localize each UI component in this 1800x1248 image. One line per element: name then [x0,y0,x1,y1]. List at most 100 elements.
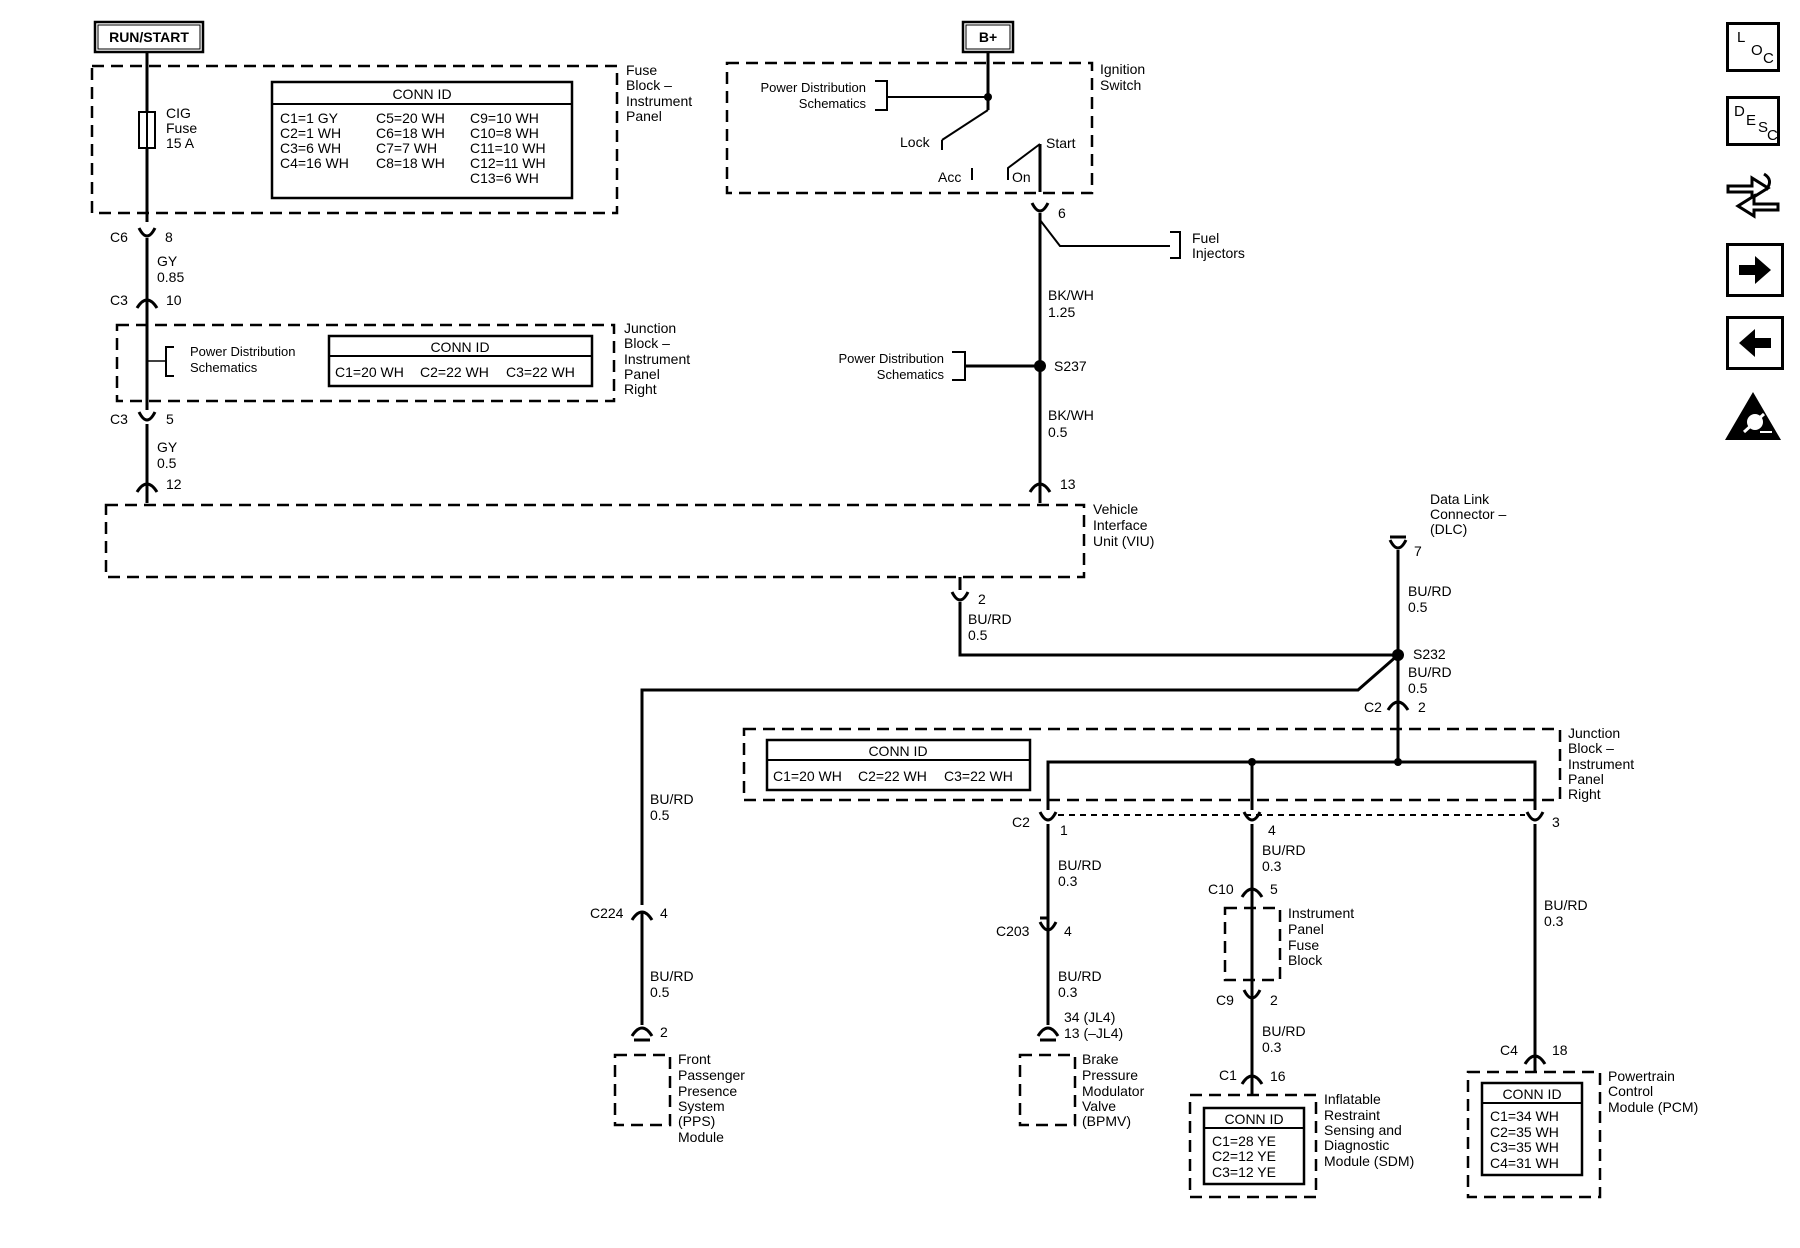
loc-button[interactable]: L O C [1726,22,1780,72]
wire-pps-a: BU/RD 0.5 [650,791,694,823]
connector-c3-top: C3 10 [110,292,182,309]
desc-c: C [1767,127,1778,144]
svg-text:8: 8 [165,229,173,245]
svg-text:Connector –: Connector – [1430,506,1506,522]
svg-text:Lock: Lock [900,134,931,150]
svg-text:On: On [1012,169,1031,185]
svg-text:CONN ID: CONN ID [430,339,489,355]
arrow-left-icon[interactable] [1726,316,1784,370]
connector-c2-pin2: C2 2 [1364,699,1426,715]
svg-text:(BPMV): (BPMV) [1082,1113,1131,1129]
svg-text:Panel: Panel [1568,771,1604,787]
svg-text:Panel: Panel [624,366,660,382]
warning-triangle-icon[interactable] [1722,388,1784,444]
fuse-block-conn-id: CONN ID C1=1 GY C2=1 WH C3=6 WH C4=16 WH… [270,80,574,200]
connector-c224: C224 4 [590,905,668,921]
svg-text:B+: B+ [979,29,997,45]
svg-text:C3=22 WH: C3=22 WH [506,364,575,380]
svg-text:C4=16 WH: C4=16 WH [280,155,349,171]
svg-text:Fuel: Fuel [1192,230,1219,246]
svg-text:2: 2 [1270,992,1278,1008]
svg-text:0.5: 0.5 [650,984,670,1000]
svg-text:Data Link: Data Link [1430,491,1490,507]
desc-button[interactable]: D E S C [1726,96,1780,146]
svg-text:12: 12 [166,476,182,492]
svg-text:6: 6 [1058,205,1066,221]
svg-text:(PPS): (PPS) [678,1113,715,1129]
svg-text:Acc: Acc [938,169,961,185]
svg-text:Power Distribution: Power Distribution [761,80,867,95]
svg-text:Switch: Switch [1100,77,1141,93]
svg-text:RUN/START: RUN/START [109,29,189,45]
svg-text:34 (JL4): 34 (JL4) [1064,1009,1115,1025]
svg-text:Panel: Panel [1288,921,1324,937]
svg-text:C2: C2 [1012,814,1030,830]
svg-text:Start: Start [1046,135,1076,151]
loc-l: L [1737,29,1746,46]
svg-text:BK/WH: BK/WH [1048,407,1094,423]
svg-text:C2=12 YE: C2=12 YE [1212,1148,1276,1164]
viu-pin-2: 2 [950,591,986,607]
svg-text:Brake: Brake [1082,1051,1119,1067]
svg-text:4: 4 [660,905,668,921]
svg-text:Valve: Valve [1082,1098,1116,1114]
svg-text:C13=6 WH: C13=6 WH [470,170,539,186]
ignition-switch-label: Ignition Switch [1100,61,1145,93]
svg-text:Passenger: Passenger [678,1067,745,1083]
svg-text:13 (–JL4): 13 (–JL4) [1064,1025,1123,1041]
connector-swap-icon[interactable] [1722,166,1784,224]
svg-text:Block –: Block – [624,335,670,351]
jb-lower-pin-4: 4 [1242,811,1276,838]
svg-text:0.5: 0.5 [1408,599,1428,615]
svg-text:C4=31 WH: C4=31 WH [1490,1155,1559,1171]
pps-module-label: Front Passenger Presence System (PPS) Mo… [678,1051,745,1145]
svg-text:C224: C224 [590,905,624,921]
svg-text:C10: C10 [1208,881,1234,897]
svg-text:Powertrain: Powertrain [1608,1068,1675,1084]
svg-text:BU/RD: BU/RD [650,791,694,807]
sdm-conn-id: CONN ID C1=28 YE C2=12 YE C3=12 YE [1202,1106,1306,1186]
svg-text:Panel: Panel [626,108,662,124]
svg-text:Unit (VIU): Unit (VIU) [1093,533,1154,549]
svg-text:BU/RD: BU/RD [1408,664,1452,680]
svg-text:Injectors: Injectors [1192,245,1245,261]
svg-text:1.25: 1.25 [1048,304,1075,320]
dlc-label: Data Link Connector – (DLC) [1430,491,1506,537]
svg-text:(DLC): (DLC) [1430,521,1467,537]
svg-text:C3=12 YE: C3=12 YE [1212,1164,1276,1180]
loc-c: C [1763,50,1774,67]
svg-text:C5=20 WH: C5=20 WH [376,110,445,126]
svg-text:0.85: 0.85 [157,269,184,285]
run-start-label: RUN/START [93,20,205,54]
svg-text:Instrument: Instrument [1568,756,1634,772]
svg-text:Instrument: Instrument [626,93,692,109]
svg-text:C1=20 WH: C1=20 WH [335,364,404,380]
svg-text:7: 7 [1414,543,1422,559]
svg-text:BU/RD: BU/RD [650,968,694,984]
svg-text:C2: C2 [1364,699,1382,715]
svg-text:Power Distribution: Power Distribution [839,351,945,366]
svg-text:C9: C9 [1216,992,1234,1008]
bpmv-module [1018,1053,1077,1127]
svg-text:C203: C203 [996,923,1030,939]
svg-text:BU/RD: BU/RD [1058,857,1102,873]
cig-fuse: CIG Fuse 15 A [138,105,197,151]
ipfb-label: Instrument Panel Fuse Block [1288,905,1354,968]
svg-text:0.3: 0.3 [1262,1039,1282,1055]
loc-o: O [1751,42,1763,59]
vehicle-interface-unit [104,503,1086,579]
svg-text:C1=1 GY: C1=1 GY [280,110,339,126]
arrow-right-icon[interactable] [1726,243,1784,297]
connector-c3-bottom: C3 5 [110,411,174,427]
svg-text:BU/RD: BU/RD [1408,583,1452,599]
svg-text:5: 5 [1270,881,1278,897]
svg-text:C6=18 WH: C6=18 WH [376,125,445,141]
svg-text:CONN ID: CONN ID [1224,1111,1283,1127]
splice-s237: S237 [1034,358,1087,374]
svg-text:1: 1 [1060,822,1068,838]
wire-sdm-a: BU/RD 0.3 [1262,842,1306,874]
svg-text:C1=20 WH: C1=20 WH [773,768,842,784]
wire-s232-bu-rd: BU/RD 0.5 [1408,664,1452,696]
wire-pcm: BU/RD 0.3 [1544,897,1588,929]
